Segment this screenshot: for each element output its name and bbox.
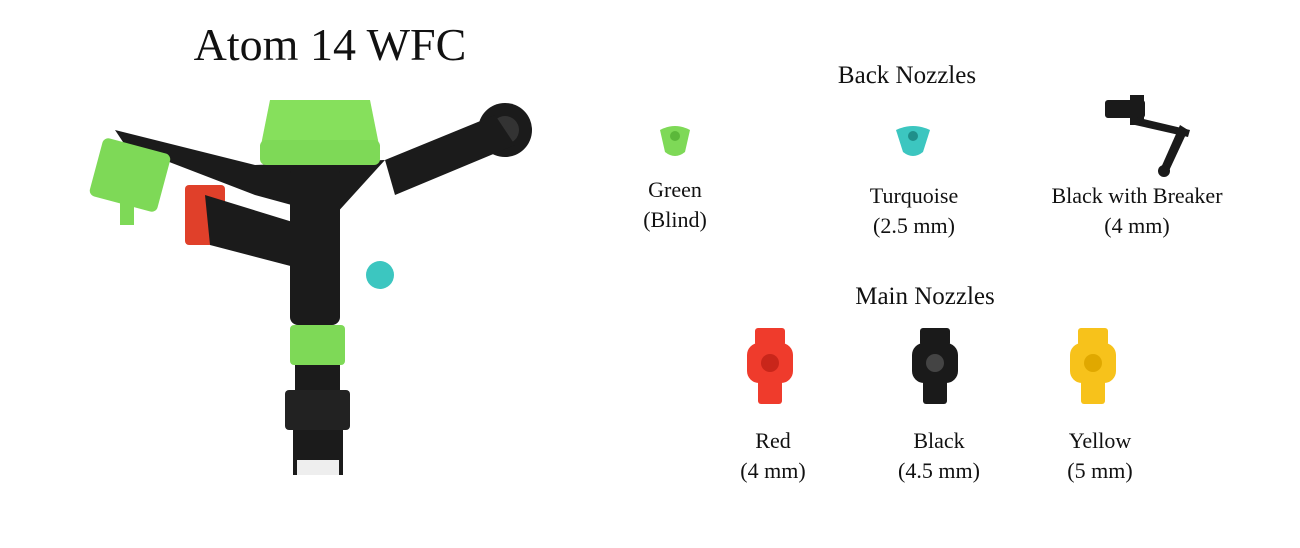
black-nozzle-label: Black(4.5 mm) (898, 428, 980, 483)
red-nozzle-image (747, 328, 793, 404)
back-nozzles-heading: Back Nozzles (837, 62, 977, 89)
red-nozzle-label: Red(4 mm) (740, 428, 806, 483)
black-breaker-nozzle-label: Black with Breaker(4 mm) (1051, 183, 1223, 238)
main-nozzles-heading: Main Nozzles (855, 283, 995, 310)
green-nozzle-image (660, 126, 690, 156)
product-title: Atom 14 WFC (193, 19, 467, 70)
green-nozzle-label: Green(Blind) (643, 177, 707, 232)
turquoise-nozzle-label: Turquoise(2.5 mm) (869, 183, 959, 238)
sprinkler-image (89, 100, 532, 475)
black-breaker-nozzle-image (1105, 95, 1190, 177)
yellow-nozzle-label: Yellow(5 mm) (1067, 428, 1133, 483)
yellow-nozzle-image (1070, 328, 1116, 404)
black-nozzle-image (912, 328, 958, 404)
turquoise-nozzle-image (896, 126, 930, 156)
